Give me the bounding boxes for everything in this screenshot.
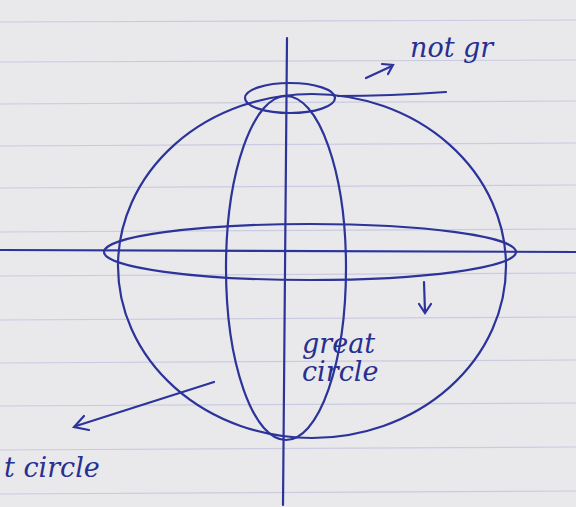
callout-label: not gr — [410, 34, 493, 62]
callout-label: t circle — [4, 454, 100, 482]
sphere-drawing — [0, 38, 576, 505]
ruled-lines — [0, 20, 576, 494]
callout-label: great circle — [302, 330, 402, 387]
